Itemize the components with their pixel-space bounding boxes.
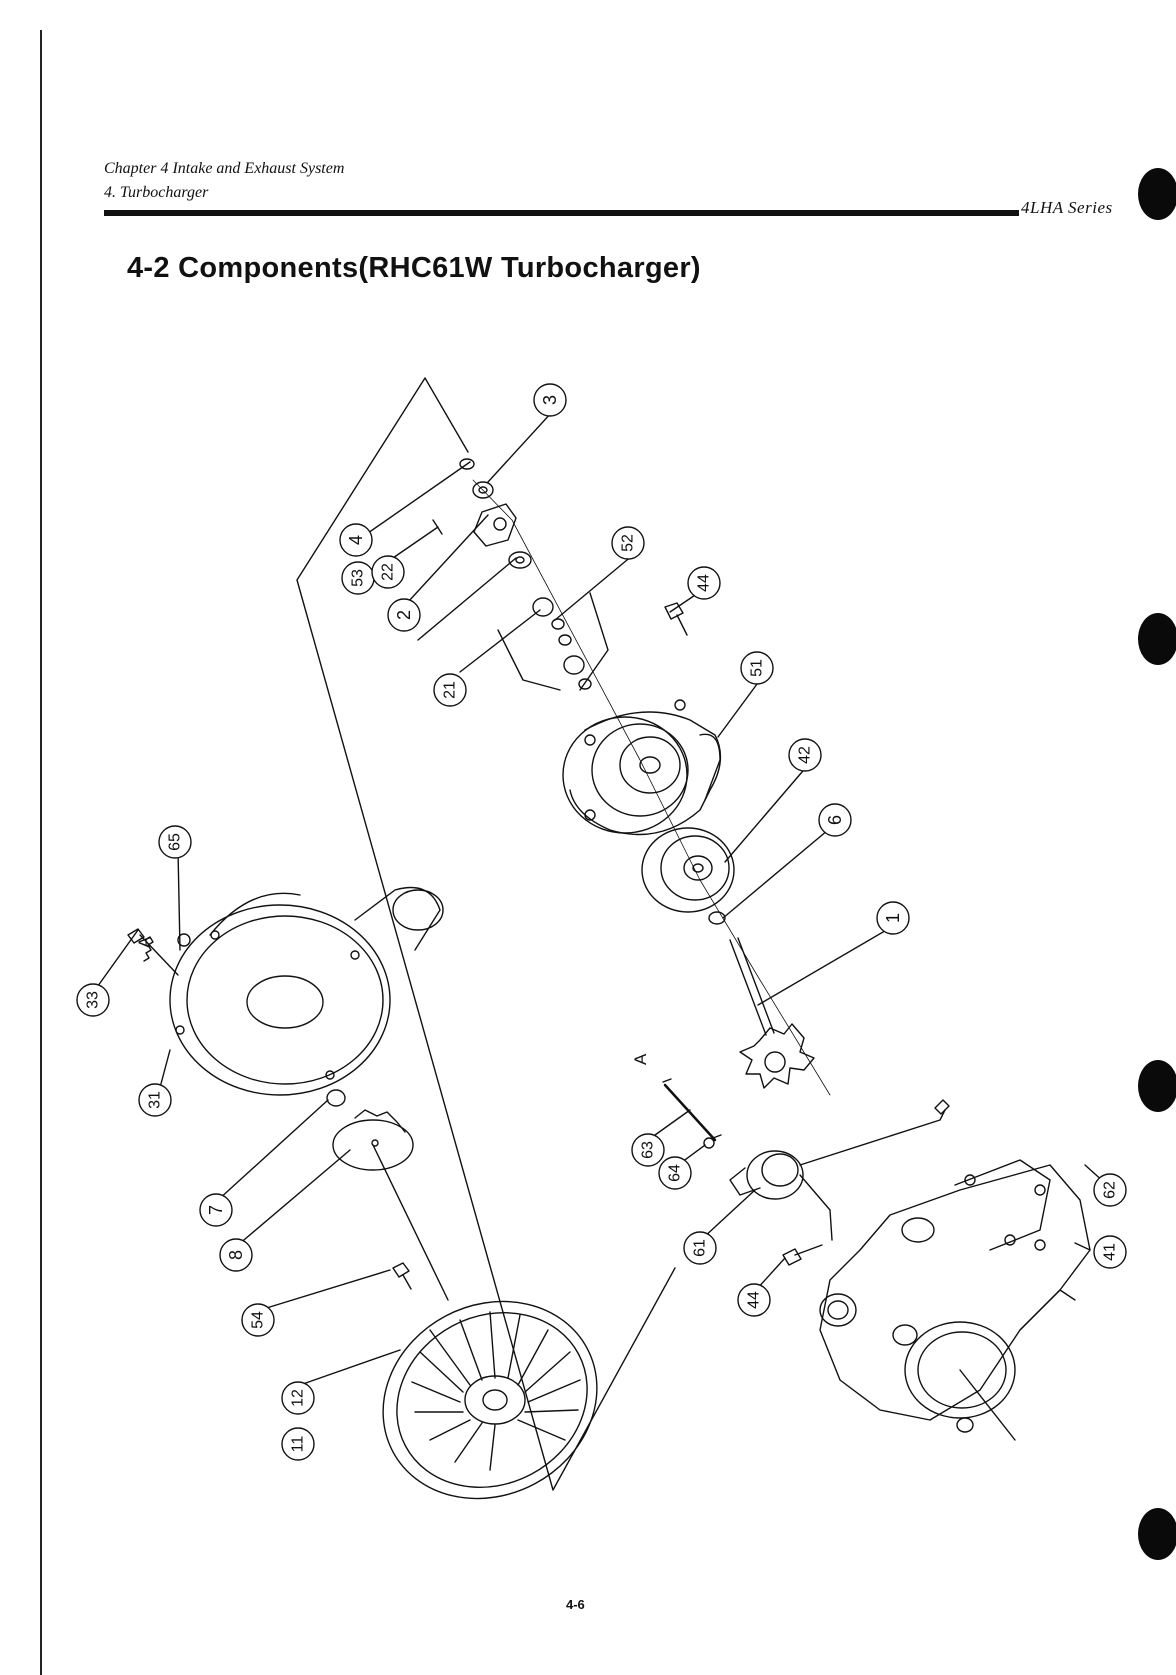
part-seal-plate-42 — [642, 828, 734, 912]
callout-number: 62 — [1102, 1181, 1119, 1199]
part-compressor-housing-31 — [170, 888, 443, 1096]
callout-number: 63 — [640, 1141, 657, 1159]
callout-number: 6 — [825, 815, 845, 825]
callout-number: 31 — [147, 1091, 164, 1109]
callout-number: 52 — [620, 534, 637, 552]
marker-a-actuator: A — [631, 1053, 650, 1065]
callout-number: 8 — [226, 1250, 246, 1260]
callout-number: 41 — [1102, 1243, 1119, 1261]
callout-number: 44 — [696, 574, 713, 592]
part-back-plate-11-12 — [348, 1264, 631, 1535]
callout-number: 51 — [749, 659, 766, 677]
part-compressor-wheel-8 — [333, 1110, 413, 1170]
callout-number: 12 — [290, 1389, 307, 1407]
callout-number: 1 — [883, 913, 903, 923]
part-actuator-61 — [730, 1110, 945, 1240]
callout-number: 54 — [250, 1311, 267, 1329]
callout-number: 53 — [350, 569, 367, 587]
callout-number: 7 — [206, 1205, 226, 1215]
page-number: 4-6 — [566, 1597, 585, 1612]
callout-number: 61 — [692, 1239, 709, 1257]
part-nut-7 — [327, 1090, 345, 1106]
callout-number: 3 — [540, 395, 560, 405]
part-bolt-33 — [128, 929, 178, 975]
callout-number: 22 — [380, 563, 397, 581]
part-collar-22 — [474, 504, 516, 546]
part-bearing-21b — [564, 656, 584, 674]
callout-number: 42 — [797, 746, 814, 764]
callout-number: 4 — [346, 535, 366, 545]
part-clip-64 — [704, 1138, 714, 1148]
marker-a-compressor: A — [135, 936, 154, 948]
callout-number: 65 — [167, 833, 184, 851]
part-turbine-housing-41 — [820, 1160, 1090, 1440]
part-rod-63 — [665, 1085, 715, 1140]
part-bearing-housing-51 — [563, 700, 720, 835]
callout-number: 33 — [85, 991, 102, 1009]
part-washer-2 — [509, 552, 531, 568]
callout-number: 11 — [290, 1436, 307, 1453]
part-turbine-shaft-1 — [730, 938, 814, 1088]
callout-number: 64 — [667, 1164, 684, 1182]
callout-number: 44 — [746, 1291, 763, 1309]
part-screw-54 — [393, 1263, 411, 1289]
callout-number: 21 — [442, 681, 459, 699]
callout-number: 2 — [394, 610, 414, 620]
part-bolt-44b — [783, 1245, 822, 1265]
